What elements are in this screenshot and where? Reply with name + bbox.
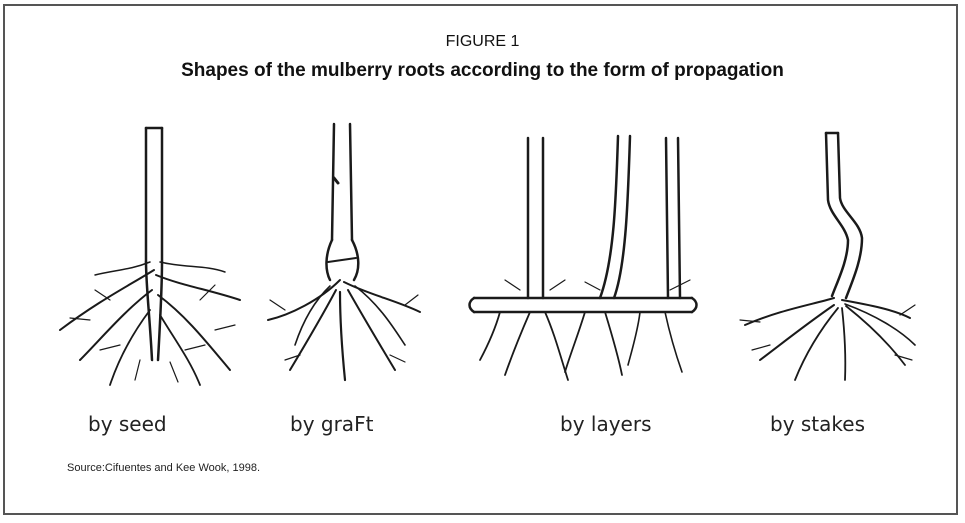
caption-by-graft: by graFt xyxy=(290,412,373,436)
stakes-root-illustration xyxy=(740,133,915,380)
source-note: Source:Cifuentes and Kee Wook, 1998. xyxy=(67,462,260,474)
caption-by-seed: by seed xyxy=(88,412,167,436)
caption-by-stakes: by stakes xyxy=(770,412,865,436)
caption-by-layers: by layers xyxy=(560,412,651,436)
seed-root-illustration xyxy=(60,128,240,385)
layers-root-illustration xyxy=(470,136,697,380)
graft-root-illustration xyxy=(268,124,420,380)
